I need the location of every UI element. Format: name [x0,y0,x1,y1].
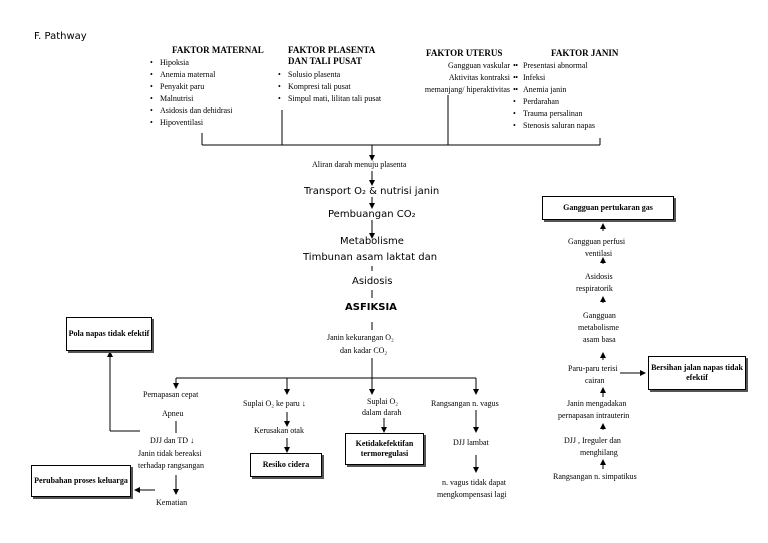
chain-djj-ireguler-2: menghilang [580,448,618,457]
branch-pernapasan: Pernapasan cepat [143,390,199,399]
branch-kerusakan-otak: Kerusakan otak [254,426,304,435]
diagnosis-bersihan-jalan: Bersihan jalan napas tidak efektif [648,356,746,390]
branch-djj-lambat: DJJ lambat [453,438,489,447]
list-item: Trauma persalinan [513,108,595,120]
list-item: Asidosis dan dehidrasi [150,105,232,117]
uterus-factor-title: FAKTOR UTERUS [426,48,503,58]
diagnosis-perubahan-proses: Perubahan proses keluarga [31,465,131,497]
branch-apneu: Apneu [162,409,184,418]
chain-gangguan-metabolisme-1: Gangguan [583,311,616,320]
janin-factor-list: Presentasi abnormal Infeksi Anemia janin… [513,60,595,132]
list-item: Gangguan vaskular [414,60,518,72]
chain-djj-ireguler-1: DJJ , Ireguler dan [564,436,621,445]
chain-paru-2: cairan [585,376,605,385]
list-item: Hipoventilasi [150,117,232,129]
list-item: Solusio plasenta [278,69,381,81]
diagnosis-gangguan-pertukaran: Gangguan pertukaran gas [542,196,674,220]
chain-gangguan-metabolisme-3: asam basa [583,335,616,344]
flow-pembuangan: Pembuangan CO₂ [328,209,416,220]
chain-gangguan-metabolisme-2: metabolisme [578,323,619,332]
diagnosis-resiko-cidera: Resiko cidera [250,453,322,477]
list-item: Stenosis saluran napas [513,120,595,132]
diagnosis-ketidakefektifan: Ketidakefektifan termoregulasi [345,433,424,465]
branch-suplai-darah-2: dalam darah [362,408,402,417]
flow-transport: Transport O₂ & nutrisi janin [304,186,440,197]
chain-gangguan-perfusi-2: ventilasi [585,249,613,258]
list-item: Penyakit paru [150,81,232,93]
list-item: Infeksi [513,72,595,84]
plasenta-factor-title: FAKTOR PLASENTA DAN TALI PUSAT [288,45,375,66]
branch-djj-td: DJJ dan TD ↓ [150,436,195,445]
flow-janin-kurang-1: Janin kekurangan O₂ [327,333,394,342]
flow-janin-kurang-2: dan kadar CO₂ [340,346,388,355]
chain-rangsangan-simpatikus: Rangsangan n. simpatikus [553,472,637,481]
uterus-factor-list: Gangguan vaskular Aktivitas kontraksi me… [414,60,518,96]
list-item: Anemia janin [513,84,595,96]
flow-aliran: Aliran darah menuju plasenta [312,160,407,169]
flow-asidosis: Asidosis [352,276,393,287]
list-item: Malnutrisi [150,93,232,105]
flow-asfiksia: ASFIKSIA [345,302,397,313]
branch-janin-tidak-2: terhadap rangsangan [138,461,204,470]
chain-asidosis-resp-2: respiratorik [576,284,613,293]
chain-janin-mengadakan-1: Janin mengadakan [567,399,627,408]
branch-janin-tidak-1: Janin tidak bereaksi [138,449,202,458]
list-item: Presentasi abnormal [513,60,595,72]
branch-kematian: Kematian [156,498,188,507]
list-item: Perdarahan [513,96,595,108]
branch-suplai-paru: Suplai O₂ ke paru ↓ [243,399,306,408]
list-item: Anemia maternal [150,69,232,81]
list-item: memanjang/ hiperaktivitas [414,84,518,96]
section-title: F. Pathway [34,31,87,42]
maternal-factor-title: FAKTOR MATERNAL [172,45,264,55]
flow-timbunan: Timbunan asam laktat dan [303,252,438,263]
branch-vagus-tidak-2: mengkompensasi lagi [437,490,507,499]
list-item: Aktivitas kontraksi [414,72,518,84]
plasenta-factor-list: Solusio plasenta Kompresi tali pusat Sim… [278,69,381,105]
chain-paru-1: Paru-paru terisi [568,364,618,373]
chain-gangguan-perfusi-1: Gangguan perfusi [568,237,626,246]
list-item: Simpul mati, lilitan tali pusat [278,93,381,105]
chain-asidosis-resp-1: Asidosis [585,272,613,281]
diagnosis-pola-napas: Pola napas tidak efektif [66,317,152,351]
branch-rangsangan-vagus: Rangsangan n. vagus [431,399,499,408]
maternal-factor-list: Hipoksia Anemia maternal Penyakit paru M… [150,57,232,133]
list-item: Hipoksia [150,57,232,69]
list-item: Kompresi tali pusat [278,81,381,93]
janin-factor-title: FAKTOR JANIN [551,48,619,58]
flow-metabolisme: Metabolisme [340,236,404,247]
branch-vagus-tidak-1: n. vagus tidak dapat [442,478,506,487]
branch-suplai-darah-1: Suplai O₂ [367,397,399,406]
chain-janin-mengadakan-2: pernapasan intrauterin [558,411,630,420]
